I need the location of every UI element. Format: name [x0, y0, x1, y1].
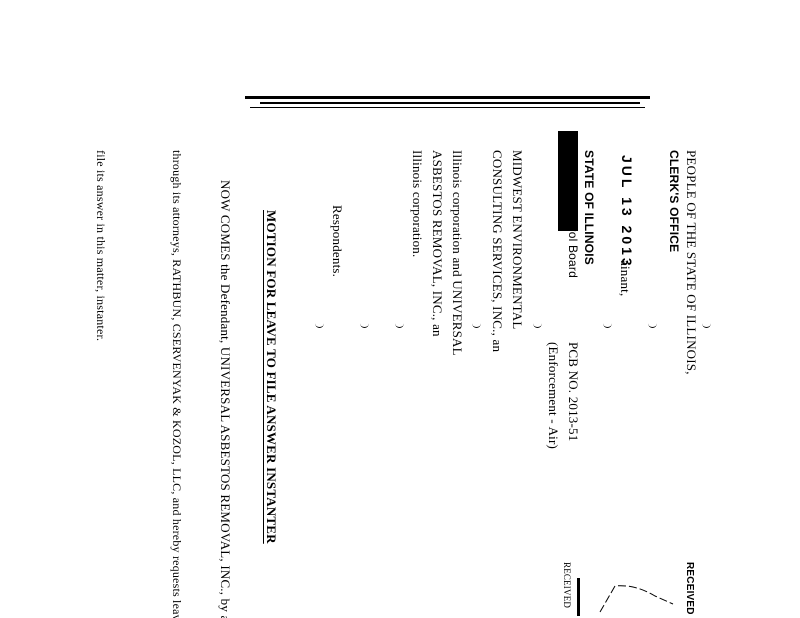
header-rule	[250, 107, 645, 108]
received-stamp: RECEIVED	[684, 562, 695, 615]
respondent-line: Illinois corporation and UNIVERSAL	[450, 150, 465, 356]
board-stamp: Pollution Control Board	[566, 150, 580, 279]
signature-mark	[599, 585, 674, 613]
caption-people: PEOPLE OF THE STATE OF ILLINOIS,	[684, 150, 699, 375]
state-stamp: STATE OF ILLINOIS	[582, 150, 596, 265]
caption-paren	[395, 318, 405, 330]
clerks-office-stamp: CLERK'S OFFICE	[667, 150, 681, 253]
header-rule	[260, 102, 640, 104]
body-paragraph-line: file its answer in this matter, instante…	[94, 150, 108, 342]
caption-paren	[472, 318, 482, 330]
body-paragraph-line: NOW COMES the Defendant, UNIVERSAL ASBES…	[218, 180, 233, 618]
motion-title: MOTION FOR LEAVE TO FILE ANSWER INSTANTE…	[264, 210, 279, 544]
received-date-stamp: JUL 13 2013	[619, 155, 635, 269]
redaction-block	[558, 131, 578, 231]
caption-paren	[648, 318, 658, 330]
respondent-line: CONSULTING SERVICES, INC., an	[490, 150, 505, 353]
header-rule	[245, 96, 650, 99]
case-type: (Enforcement - Air)	[546, 342, 561, 450]
caption-paren	[533, 318, 543, 330]
received-stamp: RECEIVED	[562, 562, 572, 609]
caption-paren	[360, 318, 370, 330]
respondent-line: Illinois corporation.	[410, 150, 425, 258]
stamp-rule	[577, 578, 580, 616]
caption-complainant: ainant,	[618, 260, 633, 297]
respondents-label: Respondents.	[330, 205, 345, 278]
caption-paren	[315, 318, 325, 330]
case-number: PCB NO. 2013-51	[566, 342, 581, 442]
respondent-line: ASBESTOS REMOVAL, INC., an	[430, 150, 445, 337]
respondent-line: MIDWEST ENVIRONMENTAL	[510, 150, 525, 330]
caption-paren	[603, 318, 613, 330]
caption-paren	[702, 318, 712, 330]
body-paragraph-line: through its attorneys, RATHBUN, CSERVENY…	[170, 150, 184, 618]
